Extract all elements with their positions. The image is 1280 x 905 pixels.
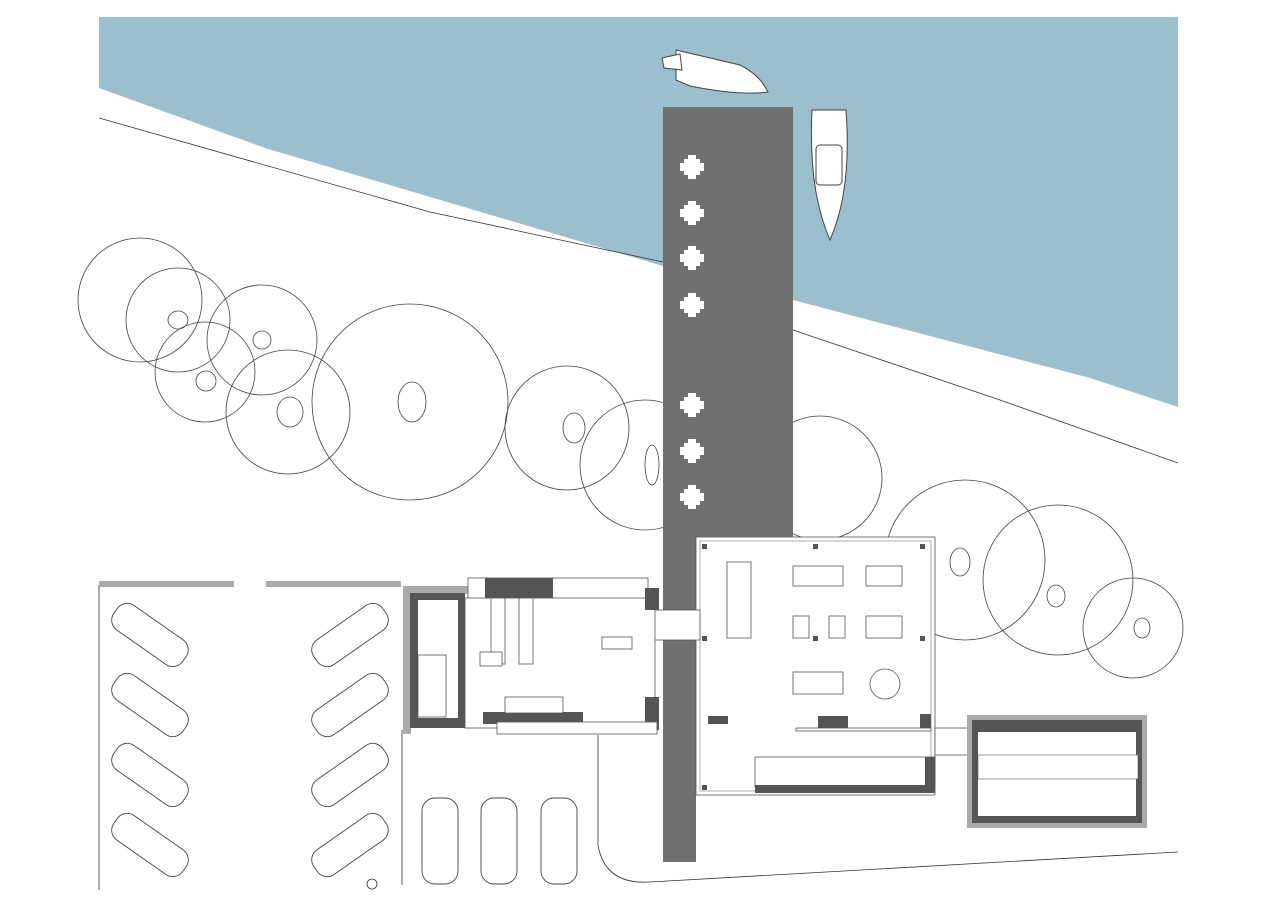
service-building	[403, 577, 659, 735]
bollard	[366, 878, 378, 890]
boat-vertical	[810, 109, 848, 242]
parking-wall	[99, 581, 234, 587]
parking-wall-2	[266, 581, 401, 587]
pier-tables	[680, 155, 704, 509]
parked-cars	[111, 602, 578, 885]
shore-path-line	[98, 117, 664, 263]
access-road	[597, 735, 1179, 883]
restroom-building	[967, 715, 1147, 828]
shore-path-line-east	[792, 329, 1179, 464]
boat-horizontal	[661, 49, 769, 94]
lake-water	[99, 17, 1178, 407]
pier	[663, 107, 793, 862]
restaurant-pavilion	[695, 536, 936, 796]
